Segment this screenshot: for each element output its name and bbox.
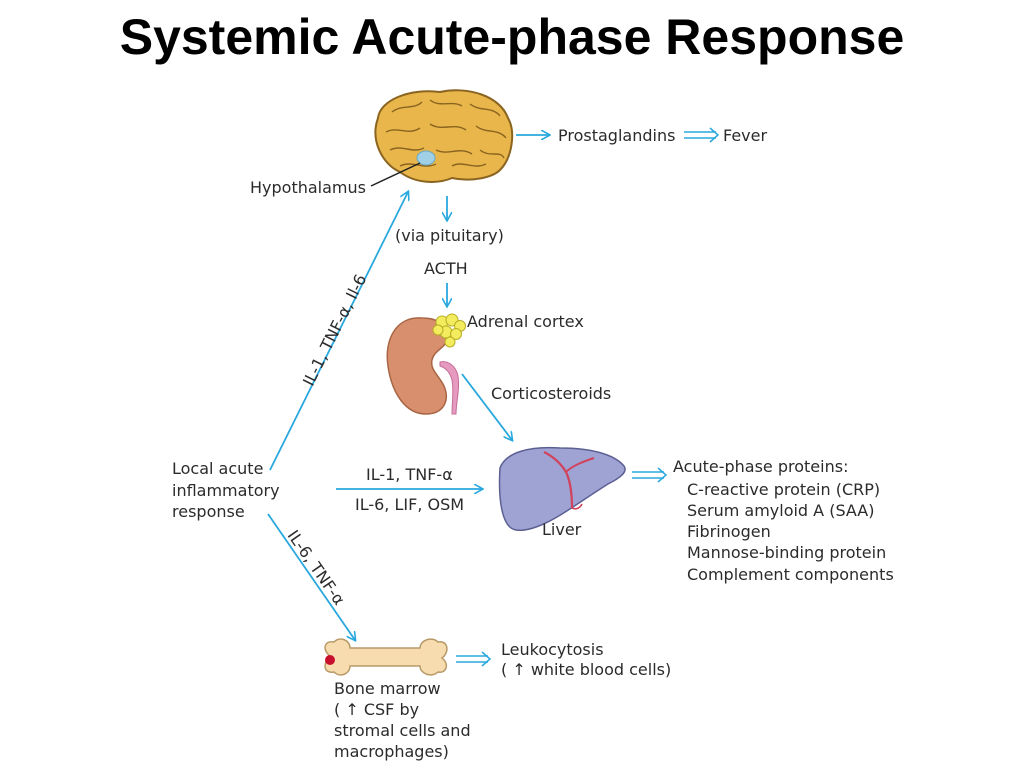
arrow-local-to-bone <box>267 513 355 640</box>
liver-illustration <box>498 446 626 532</box>
liver-label: Liver <box>542 520 582 539</box>
bone-marrow-line-3: stromal cells and <box>334 721 471 740</box>
bone-marrow-line-4: macrophages) <box>334 742 449 761</box>
slide-title: Systemic Acute-phase Response <box>119 9 905 65</box>
via-pituitary-label: (via pituitary) <box>395 226 504 245</box>
hypothalamus-marker <box>416 150 436 166</box>
bone-marrow-line-1: Bone marrow <box>334 679 441 698</box>
local-response-line-3: response <box>172 502 245 521</box>
white-blood-cells-label: ( ↑ white blood cells) <box>501 660 672 679</box>
acute-phase-proteins-heading: Acute-phase proteins: <box>673 457 849 476</box>
adrenal-cortex-label: Adrenal cortex <box>467 312 584 331</box>
protein-item: Complement components <box>687 565 894 584</box>
arrow-local-to-hypothalamus <box>269 192 408 471</box>
bone-illustration <box>324 638 448 676</box>
double-arrow-leukocytosis <box>456 651 492 667</box>
arrow-corticosteroids-liver <box>461 373 512 440</box>
protein-item: C-reactive protein (CRP) <box>687 480 881 499</box>
protein-item: Mannose-binding protein <box>687 543 887 562</box>
leukocytosis-label: Leukocytosis <box>501 640 604 659</box>
corticosteroids-label: Corticosteroids <box>491 384 612 403</box>
il1-tnf-label: IL-1, TNF-α <box>366 465 453 484</box>
double-arrow-acute-phase <box>632 467 668 483</box>
il6-lif-osm-label: IL-6, LIF, OSM <box>355 495 465 514</box>
hypothalamus-label: Hypothalamus <box>250 178 366 197</box>
kidney-adrenal-illustration <box>386 313 466 415</box>
brain-illustration <box>374 89 514 183</box>
local-response-line-2: inflammatory <box>172 481 280 500</box>
protein-item: Fibrinogen <box>687 522 771 541</box>
acth-label: ACTH <box>424 259 468 278</box>
prostaglandins-label: Prostaglandins <box>558 126 676 145</box>
fever-label: Fever <box>723 126 768 145</box>
bone-marrow-line-2: ( ↑ CSF by <box>334 700 420 719</box>
double-arrow-fever <box>684 127 720 143</box>
protein-item: Serum amyloid A (SAA) <box>687 501 875 520</box>
local-response-line-1: Local acute <box>172 459 264 478</box>
